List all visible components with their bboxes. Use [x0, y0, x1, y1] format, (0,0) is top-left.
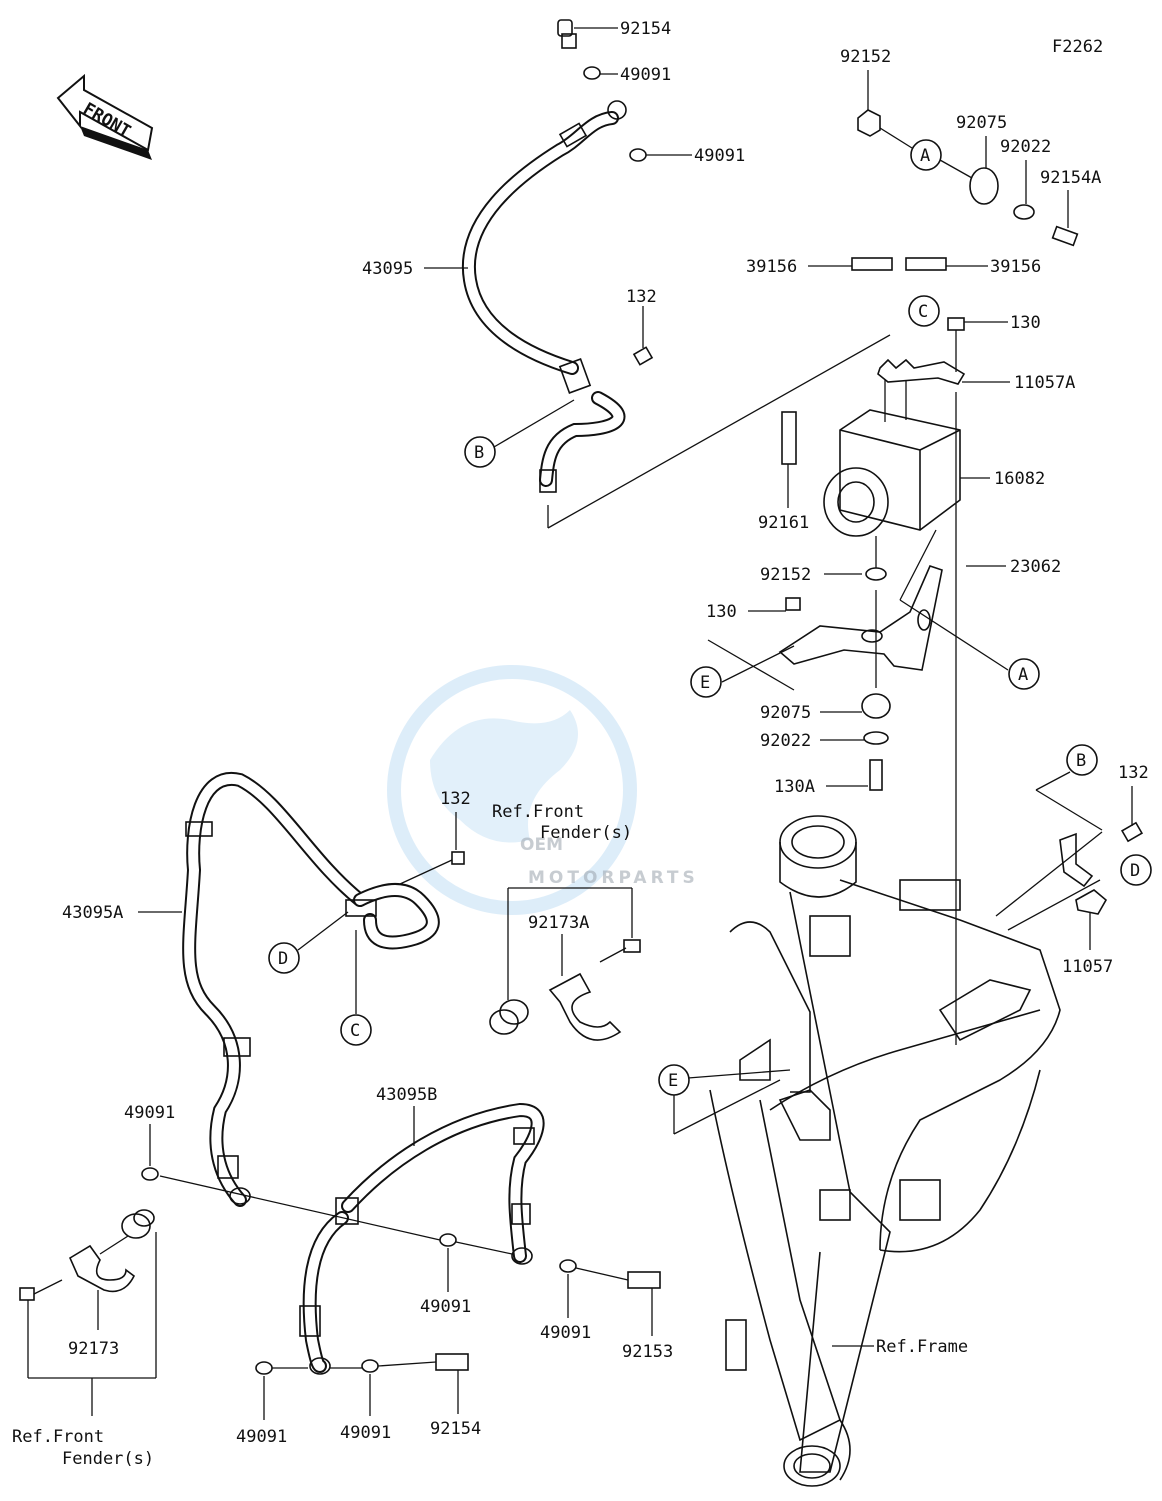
- hose-clamp-92173A: [489, 939, 641, 1041]
- hose-clamp-11057: [1035, 771, 1144, 915]
- part-label-92173: 92173: [68, 1339, 119, 1359]
- part-label-130-mid: 130: [706, 602, 737, 622]
- part-label-92154-bot: 92154: [430, 1419, 481, 1439]
- part-label-92152-top: 92152: [840, 47, 891, 67]
- part-label-92022-top: 92022: [1000, 137, 1051, 157]
- brake-hose-43095A: [182, 771, 465, 1207]
- part-label-92161: 92161: [758, 513, 809, 533]
- part-label-49091-d: 49091: [420, 1297, 471, 1317]
- part-label-49091-b: 49091: [694, 146, 745, 166]
- part-label-39156-l: 39156: [746, 257, 797, 277]
- watermark: OEM MOTORPARTS: [387, 665, 699, 915]
- part-label-43095A: 43095A: [62, 903, 123, 923]
- callout-a2: A: [1018, 665, 1028, 685]
- part-label-130A: 130A: [774, 777, 815, 797]
- part-label-49091-f: 49091: [236, 1427, 287, 1447]
- part-label-92154-top: 92154: [620, 19, 671, 39]
- part-label-11057: 11057: [1062, 957, 1113, 977]
- part-label-43095: 43095: [362, 259, 413, 279]
- frame: [709, 815, 1103, 1487]
- front-arrow-icon: FRONT: [56, 73, 154, 160]
- part-label-49091-a: 49091: [620, 65, 671, 85]
- part-label-49091-g: 49091: [340, 1423, 391, 1443]
- part-label-92022-mid: 92022: [760, 731, 811, 751]
- part-label-92173A: 92173A: [528, 913, 589, 933]
- callout-e-circle-mid: [690, 666, 722, 698]
- ref-frame: Ref.Frame: [876, 1337, 968, 1357]
- part-label-92152-mid: 92152: [760, 565, 811, 585]
- callout-d1: D: [278, 949, 288, 969]
- callout-b-circle-right: [1066, 744, 1098, 776]
- callout-b-circle: [464, 436, 496, 468]
- part-label-23062: 23062: [1010, 557, 1061, 577]
- callout-a-circle-top: [910, 139, 942, 171]
- callout-b1: B: [474, 443, 484, 463]
- brake-hose-43095B: [141, 1102, 661, 1375]
- part-label-130-top: 130: [1010, 313, 1041, 333]
- callout-d-circle-left: [268, 942, 300, 974]
- abs-bracket-23062: [778, 529, 1009, 791]
- part-label-92075-mid: 92075: [760, 703, 811, 723]
- part-label-49091-c: 49091: [124, 1103, 175, 1123]
- callout-b2: B: [1076, 751, 1086, 771]
- part-label-92153: 92153: [622, 1342, 673, 1362]
- ref-front-fender-b2: Fender(s): [62, 1449, 154, 1469]
- part-label-132-a: 132: [626, 287, 657, 307]
- abs-hydraulic-unit: [781, 317, 966, 1045]
- abs-mount-hardware: [851, 109, 1079, 271]
- diagram-code: F2262: [1052, 37, 1103, 57]
- watermark-main: OEM: [520, 835, 563, 855]
- callout-a1: A: [920, 146, 930, 166]
- hose-clamp-92173: [19, 1209, 155, 1301]
- part-label-16082: 16082: [994, 469, 1045, 489]
- callout-c1: C: [918, 302, 928, 322]
- callout-a-circle-mid: [1008, 658, 1040, 690]
- ref-front-fender-2: Fender(s): [540, 823, 632, 843]
- part-label-39156-r: 39156: [990, 257, 1041, 277]
- ref-front-fender-b1: Ref.Front: [12, 1427, 104, 1447]
- part-label-132-b: 132: [440, 789, 471, 809]
- brake-hose-43095: [461, 19, 891, 529]
- part-label-11057A: 11057A: [1014, 373, 1075, 393]
- callout-c2: C: [350, 1021, 360, 1041]
- part-label-132-c: 132: [1118, 763, 1149, 783]
- part-label-43095B: 43095B: [376, 1085, 437, 1105]
- callout-c-circle-left: [340, 1014, 372, 1046]
- watermark-sub: MOTORPARTS: [528, 868, 699, 888]
- callout-e1: E: [700, 673, 710, 693]
- part-label-92075-top: 92075: [956, 113, 1007, 133]
- part-label-92154A: 92154A: [1040, 168, 1101, 188]
- callout-d-circle-right: [1120, 854, 1152, 886]
- callout-d2: D: [1130, 861, 1140, 881]
- part-label-49091-e: 49091: [540, 1323, 591, 1343]
- callout-e2: E: [668, 1071, 678, 1091]
- ref-front-fender-1: Ref.Front: [492, 802, 584, 822]
- callout-c-circle-top: [908, 295, 940, 327]
